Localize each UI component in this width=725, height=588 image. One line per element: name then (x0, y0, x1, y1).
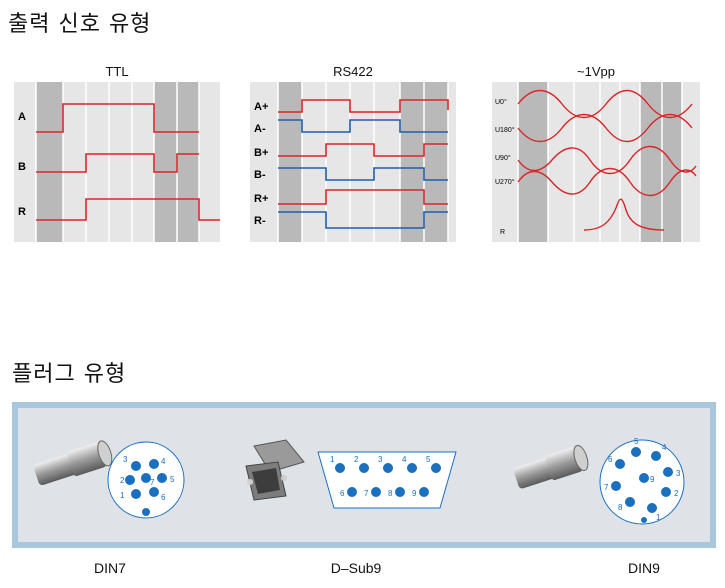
din7-pinout: 1 2 3 4 5 6 7 (107, 441, 185, 519)
vpp-wave-u0 (517, 89, 693, 119)
ttl-diagram: A B R (14, 82, 220, 242)
svg-text:4: 4 (402, 455, 407, 464)
rs422-label-a-plus: A+ (254, 101, 268, 113)
ttl-signal-r (36, 198, 220, 221)
rs422-r-minus (278, 211, 448, 229)
vpp-label-u90: U90° (495, 154, 511, 162)
svg-text:1: 1 (330, 455, 335, 464)
din9-pinout: 1 2 3 4 5 6 7 8 9 (599, 437, 685, 525)
rs422-label-r-plus: R+ (254, 193, 268, 205)
svg-text:4: 4 (662, 443, 667, 452)
ttl-title: TTL (105, 64, 129, 79)
ttl-signal-a (36, 103, 199, 133)
vpp-label-u270: U270° (495, 178, 515, 186)
svg-text:3: 3 (123, 455, 128, 464)
svg-text:5: 5 (634, 437, 639, 446)
din7-label: DIN7 (94, 560, 126, 576)
dsub9-plug-icon (245, 439, 305, 501)
svg-text:4: 4 (161, 457, 166, 466)
vpp-wave-u90 (517, 145, 697, 175)
rs422-r-plus (278, 189, 448, 205)
rs422-b-minus (278, 167, 448, 181)
svg-text:9: 9 (412, 489, 417, 498)
ttl-signal-b (36, 153, 199, 173)
vpp-wave-u180 (517, 113, 693, 143)
vpp-wave-u270 (517, 167, 697, 197)
plug-type-heading: 플러그 유형 (12, 362, 127, 387)
svg-text:5: 5 (426, 455, 431, 464)
svg-text:8: 8 (388, 489, 393, 498)
svg-text:3: 3 (676, 469, 681, 478)
svg-text:2: 2 (354, 455, 359, 464)
svg-text:3: 3 (378, 455, 383, 464)
rs422-label-b-minus: B- (254, 169, 266, 181)
svg-text:5: 5 (170, 475, 175, 484)
rs422-label-r-minus: R- (254, 215, 266, 227)
svg-text:1: 1 (120, 491, 125, 500)
rs422-title: RS422 (333, 64, 373, 79)
svg-text:9: 9 (650, 475, 655, 484)
vpp-label-u180: U180° (495, 126, 515, 134)
ttl-label-b: B (18, 161, 26, 173)
svg-text:7: 7 (604, 483, 609, 492)
vpp-label-u0: U0° (495, 98, 507, 106)
rs422-a-plus (278, 99, 449, 113)
svg-text:6: 6 (608, 455, 613, 464)
vpp-diagram: U0° U180° U90° U270° R (492, 82, 700, 242)
svg-text:7: 7 (364, 489, 369, 498)
ttl-label-a: A (18, 111, 26, 123)
output-signal-heading: 출력 신호 유형 (8, 12, 152, 37)
din9-cable-icon (513, 444, 589, 489)
dsub9-pinout: 1 2 3 4 5 6 7 8 9 (317, 451, 457, 509)
svg-text:6: 6 (340, 489, 345, 498)
svg-text:8: 8 (618, 503, 623, 512)
vpp-label-r: R (500, 229, 505, 236)
svg-text:7: 7 (150, 478, 155, 487)
dsub9-label: D–Sub9 (330, 560, 382, 576)
svg-text:6: 6 (161, 493, 166, 502)
din7-cable-icon (33, 440, 113, 486)
rs422-b-plus (278, 143, 448, 157)
svg-text:2: 2 (674, 489, 679, 498)
ttl-label-r: R (18, 206, 26, 218)
din9-label: DIN9 (628, 560, 660, 576)
rs422-a-minus (278, 119, 448, 133)
svg-text:2: 2 (120, 476, 125, 485)
vpp-title: ~1Vpp (577, 64, 615, 79)
vpp-wave-r (583, 198, 665, 231)
rs422-label-a-minus: A- (254, 123, 266, 135)
rs422-label-b-plus: B+ (254, 147, 268, 159)
svg-text:1: 1 (656, 513, 661, 522)
rs422-diagram: A+ A- B+ B- R+ R- (250, 82, 456, 242)
